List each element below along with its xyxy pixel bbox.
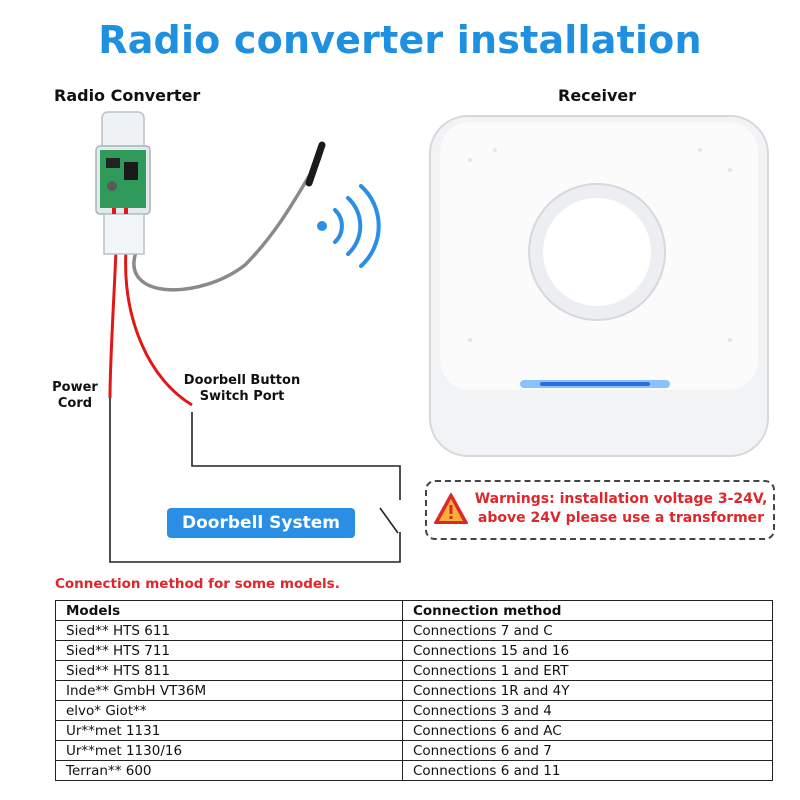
connection-cell: Connections 1R and 4Y [402, 680, 773, 701]
antenna-tip [305, 141, 326, 187]
receiver-label: Receiver [558, 86, 637, 105]
page-title: Radio converter installation [98, 18, 702, 62]
warning-triangle-icon [434, 493, 468, 524]
warning-line1: Warnings: installation voltage 3-24V, [474, 491, 768, 507]
doorbell-system-label: Doorbell System [167, 508, 355, 538]
table-header-row: Models Connection method [55, 600, 773, 621]
circuit-wire [109, 398, 401, 563]
power-cord-line2: Cord [57, 396, 93, 411]
connection-note: Connection method for some models. [55, 576, 340, 592]
radio-wave-icon [317, 184, 381, 268]
warning-text: Warnings: installation voltage 3-24V, ab… [473, 490, 769, 528]
switch-port-line2: Switch Port [199, 389, 285, 404]
connection-cell: Connections 6 and 11 [402, 760, 773, 781]
model-cell: Inde** GmbH VT36M [55, 680, 403, 701]
switch-port-line1: Doorbell Button [183, 373, 301, 388]
connection-cell: Connections 7 and C [402, 620, 773, 641]
converter-module [95, 111, 151, 255]
connection-cell: Connections 1 and ERT [402, 660, 773, 681]
connection-cell: Connections 3 and 4 [402, 700, 773, 721]
model-cell: Sied** HTS 811 [55, 660, 403, 681]
model-cell: elvo* Giot** [55, 700, 403, 721]
warning-box: Warnings: installation voltage 3-24V, ab… [425, 480, 775, 540]
model-cell: Ur**met 1131 [55, 720, 403, 741]
header-connection: Connection method [402, 600, 773, 621]
connection-cell: Connections 6 and 7 [402, 740, 773, 761]
switch-port-label: Doorbell Button Switch Port [180, 373, 304, 405]
power-cord-label: Power Cord [44, 380, 106, 412]
power-cord-line1: Power [52, 380, 98, 395]
warning-line2: above 24V please use a transformer [477, 510, 765, 526]
model-cell: Ur**met 1130/16 [55, 740, 403, 761]
power-cord-wire [108, 249, 118, 399]
radio-converter-label: Radio Converter [54, 86, 201, 105]
antenna-wire [132, 157, 322, 292]
model-cell: Terran** 600 [55, 760, 403, 781]
connection-cell: Connections 15 and 16 [402, 640, 773, 661]
header-models: Models [55, 600, 403, 621]
model-cell: Sied** HTS 611 [55, 620, 403, 641]
model-cell: Sied** HTS 711 [55, 640, 403, 661]
receiver-device [429, 115, 769, 457]
table-row: elvo* Giot**Connections 3 and 4 [55, 700, 773, 721]
switch-port-wire [124, 249, 193, 407]
connection-cell: Connections 6 and AC [402, 720, 773, 741]
